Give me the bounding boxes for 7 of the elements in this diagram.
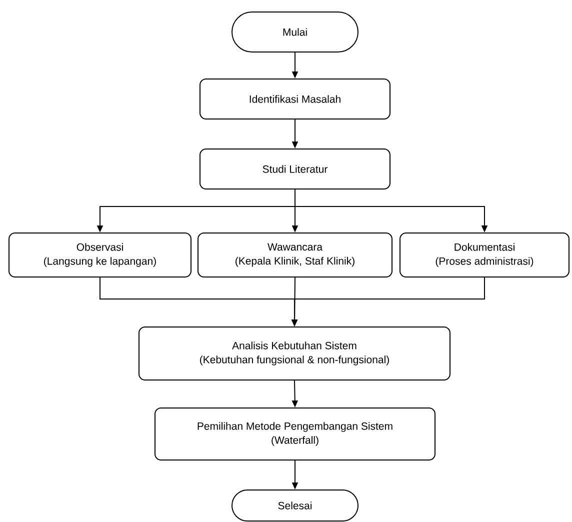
process-box: Dokumentasi (Proses administrasi) [400, 232, 570, 278]
process-box: Studi Literatur [200, 148, 390, 190]
process-box: Pemilihan Metode Pengembangan Sistem (Waterfall) [154, 408, 436, 460]
process-box: Wawancara (Kepala Klinik, Staf Klinik) [198, 232, 392, 278]
process-box: Identifikasi Masalah [200, 78, 390, 120]
process-box: Analisis Kebutuhan Sistem (Kebutuhan fungsional & non-fungsional) [138, 326, 450, 380]
process-box: Observasi (Langsung ke lapangan) [8, 232, 192, 278]
